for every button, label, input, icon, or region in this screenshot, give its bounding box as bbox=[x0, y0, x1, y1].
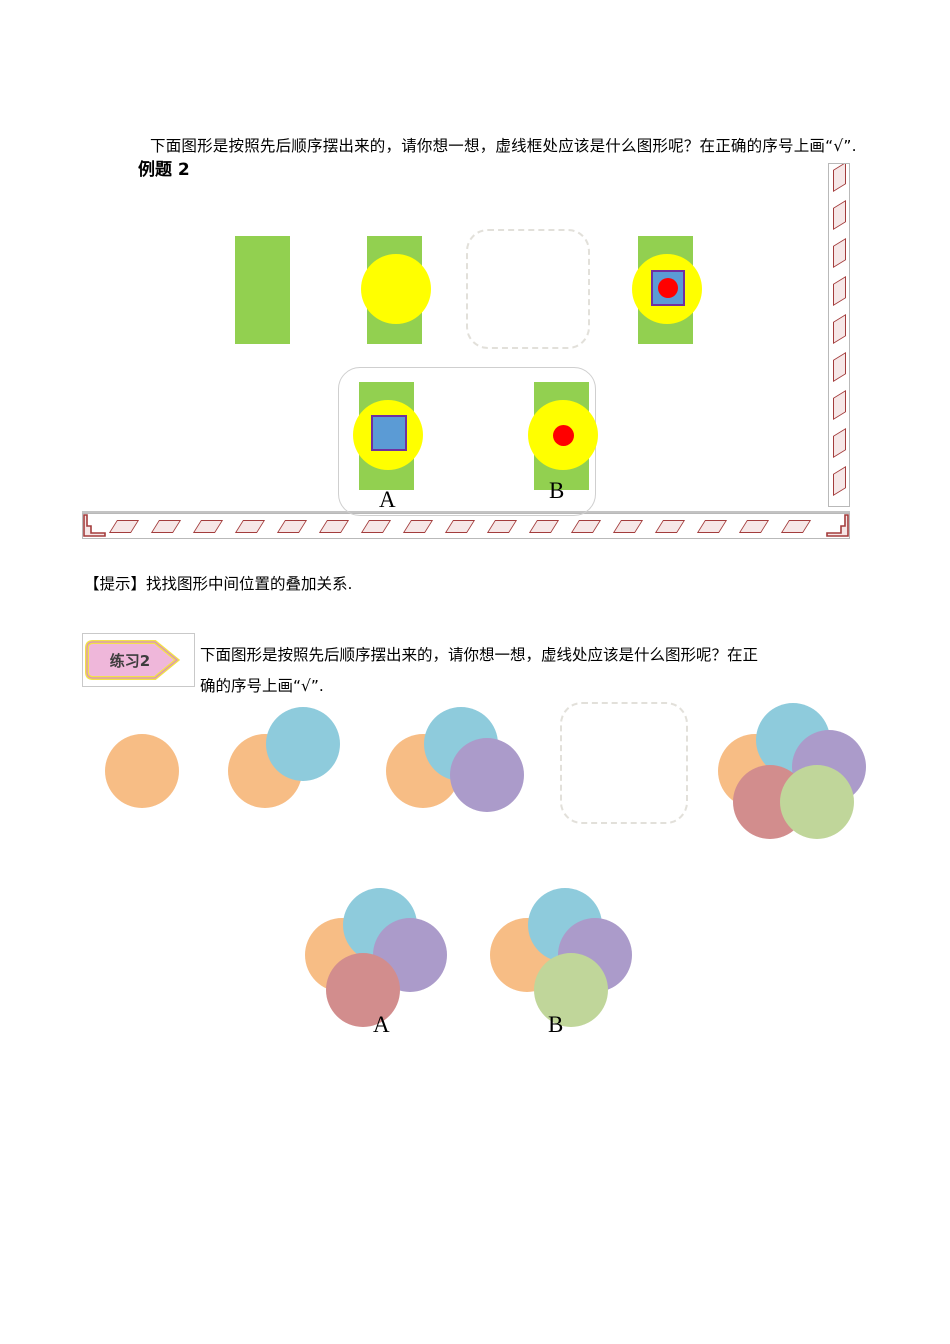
border-parallelogram bbox=[833, 351, 846, 383]
practice-prompt-line-1: 下面图形是按照先后顺序摆出来的，请你想一想，虚线处应该是什么图形呢？在正 bbox=[200, 646, 759, 664]
example-step-2 bbox=[361, 236, 431, 344]
border-parallelogram bbox=[833, 389, 846, 421]
border-parallelogram bbox=[833, 465, 846, 497]
example-missing-figure-placeholder bbox=[466, 229, 590, 349]
blue-square bbox=[651, 270, 685, 306]
border-parallelogram bbox=[360, 520, 392, 533]
border-parallelogram bbox=[444, 520, 476, 533]
border-parallelogram bbox=[402, 520, 434, 533]
border-parallelogram bbox=[486, 520, 518, 533]
border-parallelogram bbox=[833, 427, 846, 459]
border-parallelogram bbox=[833, 313, 846, 345]
border-parallelogram bbox=[528, 520, 560, 533]
practice-option-a-letter[interactable]: A bbox=[373, 1012, 390, 1037]
blue-square bbox=[371, 415, 407, 451]
yellow-circle bbox=[361, 254, 431, 324]
rose-circle bbox=[326, 953, 400, 1027]
border-parallelogram bbox=[318, 520, 350, 533]
practice-badge-label: 练习2 bbox=[109, 652, 151, 670]
red-circle bbox=[553, 425, 574, 446]
border-parallelogram bbox=[654, 520, 686, 533]
practice-step-3 bbox=[386, 700, 531, 830]
example-option-b-figure[interactable] bbox=[528, 382, 598, 490]
green-rectangle bbox=[235, 236, 290, 344]
border-parallelogram bbox=[833, 164, 846, 193]
example-hint-text: 【提示】找找图形中间位置的叠加关系. bbox=[84, 575, 353, 593]
purple-circle bbox=[450, 738, 524, 812]
border-parallelogram bbox=[738, 520, 770, 533]
practice-prompt-line-2: 确的序号上画“√”. bbox=[200, 677, 324, 695]
example-option-a-figure[interactable] bbox=[353, 382, 423, 490]
red-circle bbox=[658, 278, 678, 298]
border-parallelogram bbox=[276, 520, 308, 533]
border-parallelogram bbox=[234, 520, 266, 533]
decorative-border-bottom bbox=[82, 513, 850, 539]
example-step-4 bbox=[632, 236, 702, 344]
practice-option-b-letter[interactable]: B bbox=[548, 1012, 564, 1037]
practice-step-1 bbox=[100, 700, 190, 830]
practice-option-b-figure[interactable] bbox=[490, 885, 640, 1027]
orange-circle bbox=[105, 734, 179, 808]
practice-option-a-figure[interactable] bbox=[305, 885, 455, 1027]
blue-circle bbox=[266, 707, 340, 781]
border-corner-ornament-bottom-right bbox=[824, 513, 850, 539]
decorative-border-top-rule bbox=[82, 511, 850, 513]
border-parallelogram bbox=[780, 520, 812, 533]
green-circle bbox=[534, 953, 608, 1027]
border-parallelogram bbox=[833, 237, 846, 269]
decorative-border-right bbox=[828, 163, 850, 507]
border-parallelogram bbox=[150, 520, 182, 533]
example-option-b-letter[interactable]: B bbox=[549, 478, 565, 503]
border-parallelogram bbox=[612, 520, 644, 533]
border-parallelogram bbox=[696, 520, 728, 533]
example-label: 例题 2 bbox=[138, 160, 190, 180]
border-parallelogram bbox=[192, 520, 224, 533]
practice-prompt-text: 下面图形是按照先后顺序摆出来的，请你想一想，虚线处应该是什么图形呢？在正 确的序… bbox=[200, 640, 865, 702]
border-parallelogram bbox=[833, 275, 846, 307]
practice-badge-shape bbox=[85, 640, 181, 680]
practice-step-2 bbox=[228, 700, 343, 830]
example-option-a-letter[interactable]: A bbox=[379, 487, 396, 512]
green-circle bbox=[780, 765, 854, 839]
practice-step-5 bbox=[718, 700, 868, 840]
border-parallelogram bbox=[108, 520, 140, 533]
practice-missing-figure-placeholder bbox=[560, 702, 688, 824]
border-parallelogram bbox=[570, 520, 602, 533]
border-parallelogram bbox=[833, 199, 846, 231]
border-corner-ornament-bottom-left bbox=[82, 513, 108, 539]
example-step-1 bbox=[235, 236, 290, 344]
practice-badge: 练习2 bbox=[82, 633, 195, 687]
example-prompt-text: 下面图形是按照先后顺序摆出来的，请你想一想，虚线框处应该是什么图形呢？在正确的序… bbox=[150, 137, 857, 155]
